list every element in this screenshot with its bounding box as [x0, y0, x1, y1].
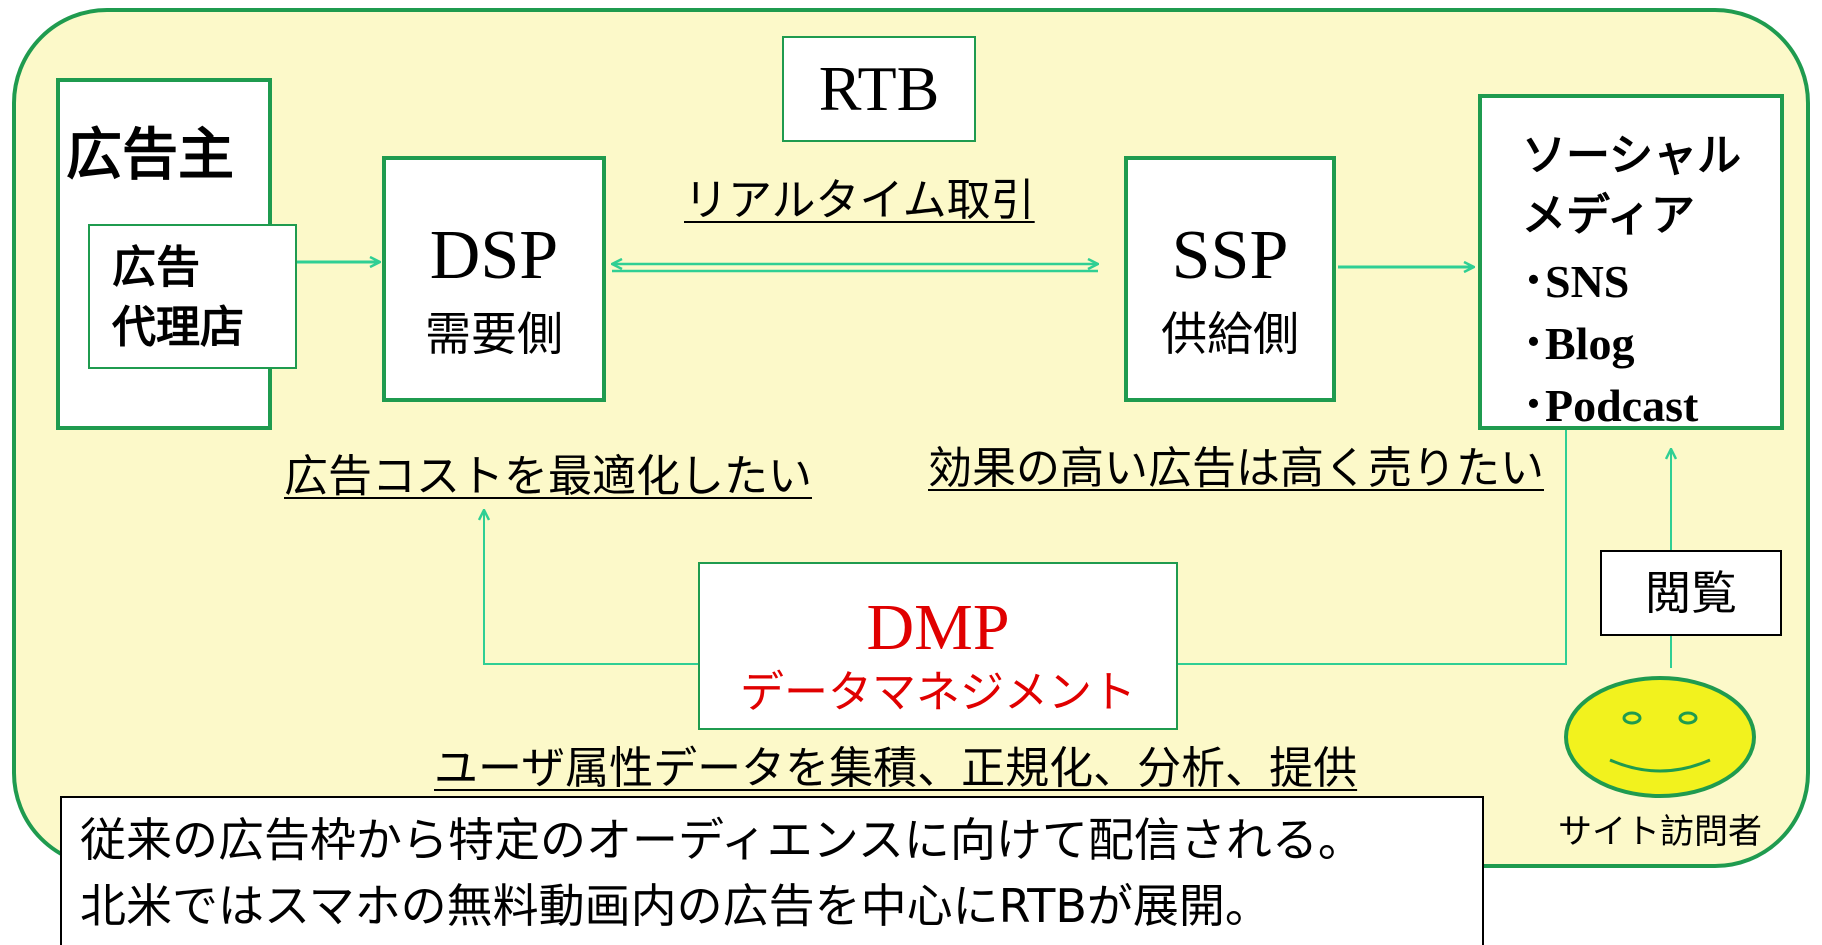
- note-line2: 北米ではスマホの無料動画内の広告を中心にRTBが展開。: [80, 879, 1271, 933]
- dsp-goal: 広告コストを最適化したい: [284, 451, 812, 502]
- ssp-sub: 供給側: [1161, 307, 1299, 361]
- rtb-box: RTB: [782, 36, 976, 142]
- dmp-caption: ユーザ属性データを集積、正規化、分析、提供: [434, 743, 1358, 794]
- line-social-to-dmp: [1178, 430, 1567, 665]
- view-label-box: 閲覧: [1600, 550, 1782, 636]
- dmp-sub: データマネジメント: [740, 667, 1136, 718]
- ssp-goal: 効果の高い広告は高く売りたい: [928, 443, 1544, 494]
- dsp-box: DSP 需要側: [382, 156, 606, 402]
- social-media-box: ソーシャル メディア ･SNS ･Blog ･Podcast: [1478, 94, 1784, 431]
- dmp-name: DMP: [866, 591, 1010, 664]
- agency-line2: 代理店: [112, 302, 244, 353]
- advertiser-title: 広告主: [66, 123, 234, 188]
- agency-line1: 広告: [112, 242, 200, 293]
- rtb-label: RTB: [818, 53, 940, 124]
- social-item-sns: ･SNS: [1522, 256, 1630, 307]
- agency-box: 広告 代理店: [88, 224, 297, 369]
- social-item-blog: ･Blog: [1522, 318, 1635, 369]
- dmp-box: DMP データマネジメント: [698, 562, 1178, 730]
- social-item-podcast: ･Podcast: [1522, 380, 1699, 431]
- smiley-face-icon: [1564, 676, 1756, 798]
- view-label: 閲覧: [1645, 566, 1737, 620]
- dsp-sub: 需要側: [425, 307, 563, 361]
- ssp-box: SSP 供給側: [1124, 156, 1336, 402]
- social-line1: ソーシャル: [1522, 130, 1742, 181]
- arrow-dmp-to-dsp: [484, 510, 698, 665]
- dsp-name: DSP: [429, 217, 559, 294]
- ssp-name: SSP: [1171, 217, 1289, 294]
- social-line2: メディア: [1522, 190, 1695, 241]
- note-box: 従来の広告枠から特定のオーディエンスに向けて配信される。 北米ではスマホの無料動…: [60, 796, 1484, 945]
- visitor-label: サイト訪問者: [1558, 812, 1762, 852]
- rtb-caption: リアルタイム取引: [684, 175, 1035, 226]
- note-line1: 従来の広告枠から特定のオーディエンスに向けて配信される。: [80, 813, 1364, 867]
